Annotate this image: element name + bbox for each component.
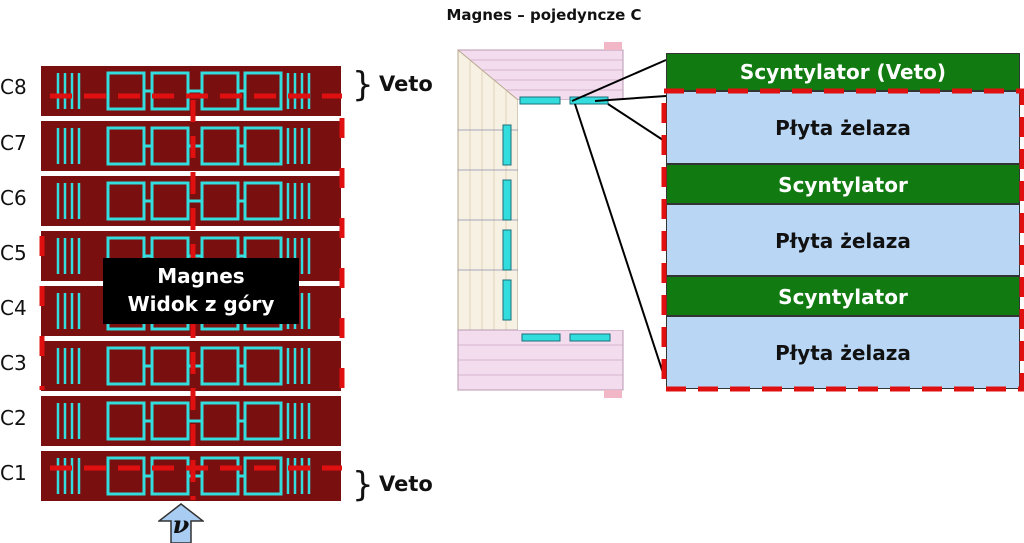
magnet-cross-section	[457, 42, 630, 398]
coil-square-c6	[243, 181, 283, 221]
module-label-c6: C6	[0, 186, 27, 210]
coil-square-c7	[243, 126, 283, 166]
layer-iron-plate-1: Płyta żelaza	[666, 91, 1020, 164]
coil-square-c8	[243, 71, 283, 111]
veto-brace-top: }	[352, 65, 374, 105]
module-label-c2: C2	[0, 406, 27, 430]
zoom-line-4	[574, 103, 665, 377]
zoom-line-1	[571, 59, 667, 102]
module-stack	[39, 66, 345, 501]
coil-square-c3	[243, 346, 283, 386]
zoom-line-3	[607, 103, 667, 143]
layer-scintillator-2: Scyntylator	[666, 276, 1020, 316]
layer-scintillator-1: Scyntylator	[666, 164, 1020, 204]
layer-iron-plate-3: Płyta żelaza	[666, 316, 1020, 389]
coil-square-c1	[243, 456, 283, 496]
module-label-c3: C3	[0, 351, 27, 375]
magnet-label-line2: Widok z góry	[127, 292, 275, 316]
veto-label-top: Veto	[379, 72, 433, 96]
veto-brace-bottom: }	[352, 465, 374, 505]
magnet-edge-top	[604, 42, 622, 50]
coil-square-c2	[243, 401, 283, 441]
magnet-top-view-label: Magnes Widok z góry	[103, 258, 299, 324]
neutrino-label: ν	[172, 510, 190, 539]
module-label-c5: C5	[0, 241, 27, 265]
module-c3	[41, 341, 341, 391]
module-label-c4: C4	[0, 296, 27, 320]
module-label-c8: C8	[0, 75, 27, 99]
module-c8	[41, 66, 341, 116]
veto-label-bottom: Veto	[379, 472, 433, 496]
layer-iron-plate-2: Płyta żelaza	[666, 204, 1020, 276]
module-label-c7: C7	[0, 131, 27, 155]
diagram-title: Magnes – pojedyncze C	[446, 6, 642, 24]
neutrino-arrow	[158, 503, 204, 543]
magnet-label-line1: Magnes	[157, 264, 245, 288]
magnet-coils	[502, 96, 611, 342]
module-label-c1: C1	[0, 461, 27, 485]
magnet-edge-bottom	[604, 390, 622, 398]
module-c7	[41, 121, 341, 171]
zoom-line-2	[594, 95, 667, 102]
